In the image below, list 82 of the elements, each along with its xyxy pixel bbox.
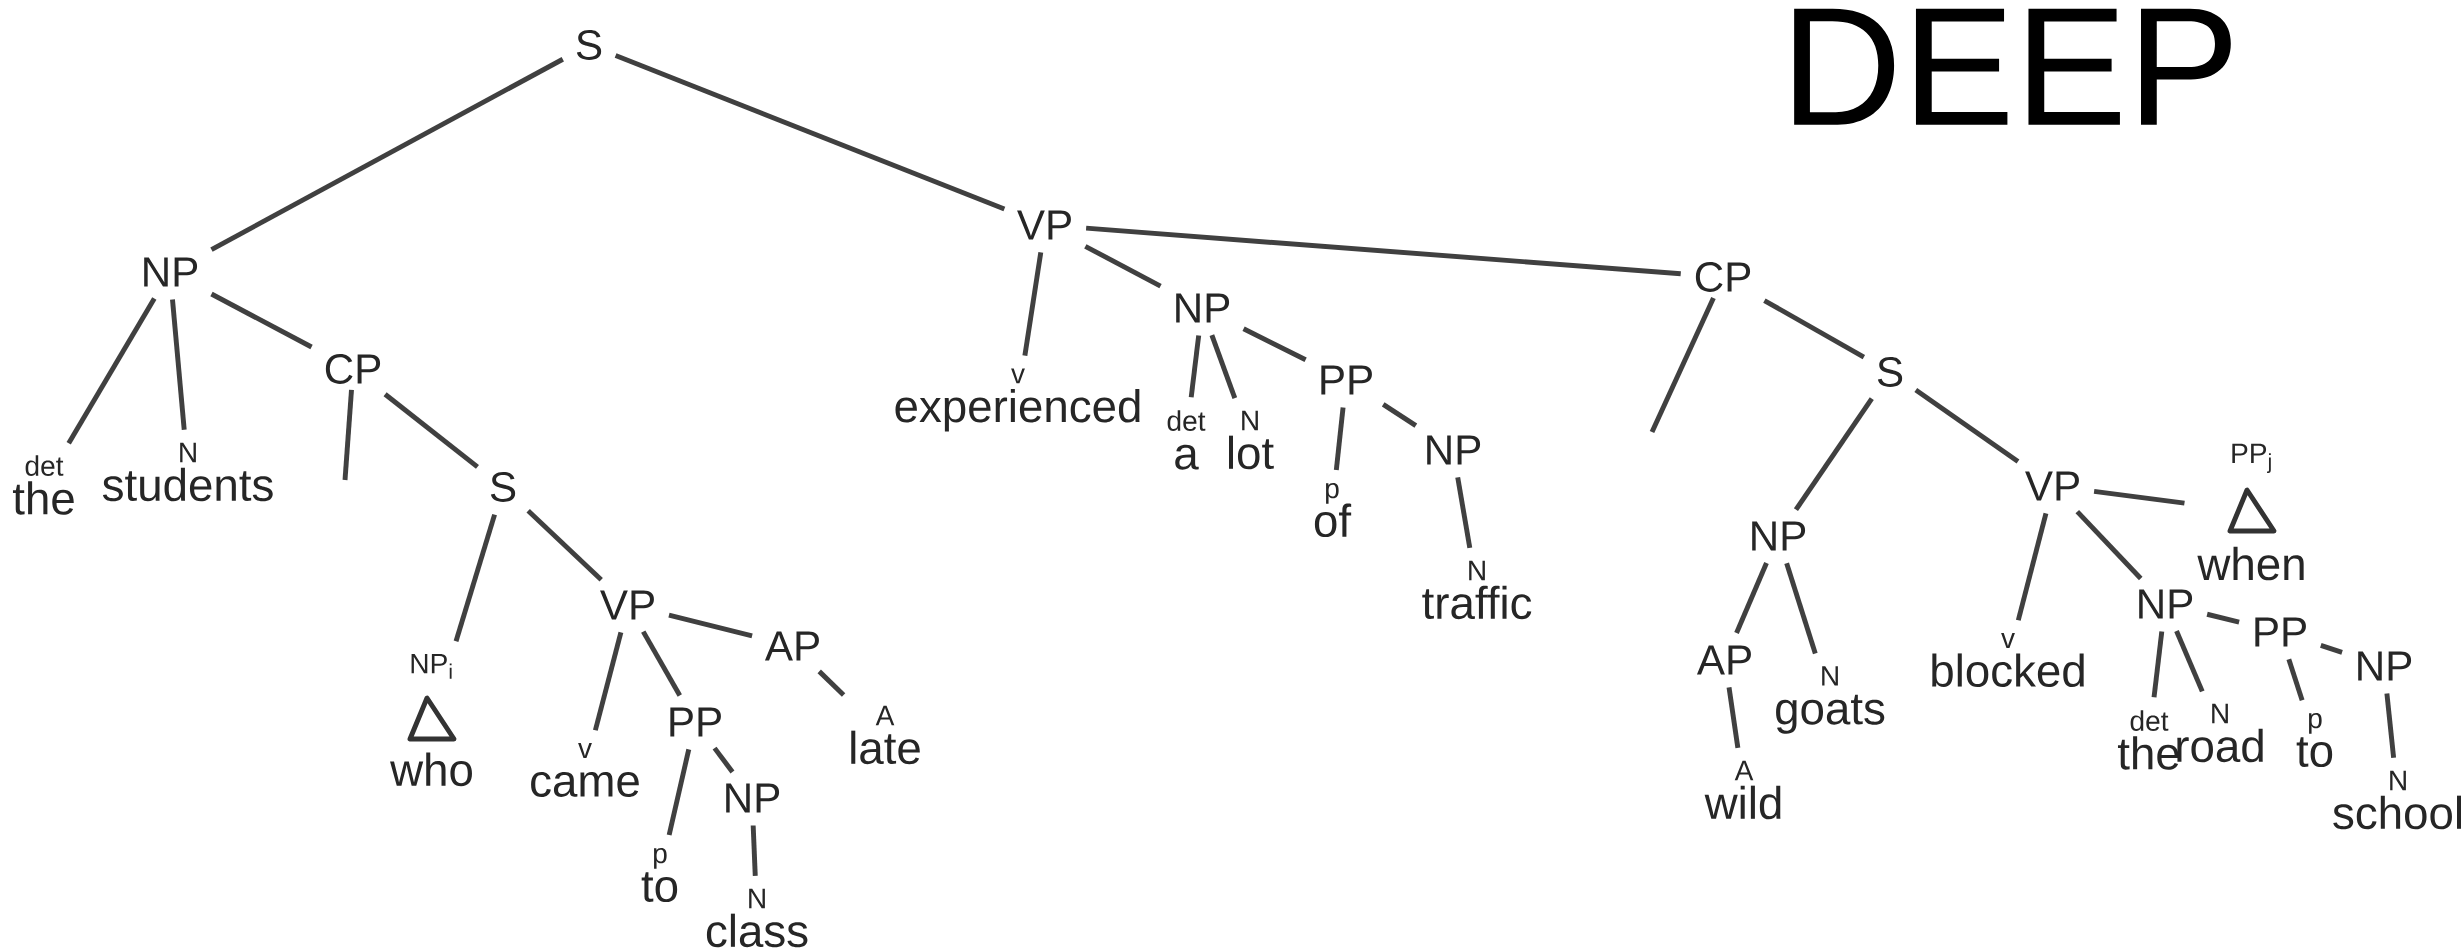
tree-label: PP xyxy=(2255,617,2306,647)
tree-label: p to xyxy=(2296,712,2333,768)
tree-branch xyxy=(210,57,564,252)
tree-label: N lot xyxy=(1229,410,1274,470)
tree-branch xyxy=(712,746,735,774)
tree-label: N school xyxy=(2333,770,2461,830)
tree-branch xyxy=(1784,562,1818,655)
tree-label: CP xyxy=(1695,262,1751,292)
tree-label: CP xyxy=(325,354,381,384)
tree-branch xyxy=(666,748,692,836)
tree-label: N goats xyxy=(1776,666,1885,734)
tree-label: VP xyxy=(2025,471,2079,501)
tree-label: NP$_{i}$ who xyxy=(390,653,472,787)
tree-label: A wild xyxy=(1704,760,1781,820)
tree-label: N road xyxy=(2177,703,2263,763)
tree-label: AP xyxy=(1696,645,1751,675)
tree-branch xyxy=(2093,488,2185,506)
tree-branch xyxy=(1085,225,1681,277)
tree-label: A late xyxy=(851,705,920,765)
tree-label: PP xyxy=(670,707,721,737)
tree-label: NP xyxy=(1176,293,1230,323)
tree-branch xyxy=(1649,296,1716,434)
tree-branch xyxy=(2151,631,2165,698)
tree-branch xyxy=(1084,244,1162,289)
tree-label: p of xyxy=(1314,482,1352,538)
tree-label: v came xyxy=(531,743,639,797)
tree-label: NP xyxy=(1427,435,1481,465)
tree-branch xyxy=(2015,512,2049,621)
tree-label: NP xyxy=(1752,521,1806,551)
tree-branch xyxy=(526,508,603,582)
tree-branch xyxy=(750,825,758,876)
tree-branch xyxy=(1455,477,1473,549)
tree-label: VP xyxy=(600,590,654,620)
tree-branch xyxy=(1188,335,1202,398)
tree-label: N traffic xyxy=(1422,560,1532,620)
tree-label: det the xyxy=(12,455,74,515)
tree-label: VP xyxy=(1017,210,1071,240)
tree-label: S xyxy=(490,472,516,502)
tree-label: PP$_{j}$ when xyxy=(2197,443,2304,581)
tree-branch xyxy=(2075,509,2143,581)
tree-branch xyxy=(1242,326,1307,362)
tree-branch xyxy=(614,53,1006,212)
tree-branch xyxy=(668,612,753,639)
tree-branch xyxy=(1022,252,1044,356)
tree-branch xyxy=(641,630,682,697)
tree-label: AP xyxy=(764,631,819,661)
tree-label: NP xyxy=(726,783,780,813)
title: DEEP xyxy=(1794,8,2231,125)
tree-branch xyxy=(66,297,157,445)
tree-branch xyxy=(453,513,497,642)
tree-label: v experienced xyxy=(895,368,1140,432)
tree-branch xyxy=(170,299,187,431)
tree-branch xyxy=(383,392,479,469)
tree-label: N class xyxy=(706,888,808,948)
tree-label: PP xyxy=(1321,365,1372,395)
tree-branch xyxy=(1381,402,1418,428)
tree-branch xyxy=(2286,658,2305,701)
tree-label: det the xyxy=(2118,710,2179,770)
tree-branch xyxy=(2384,693,2397,759)
tree-branch xyxy=(210,291,313,350)
tree-label: S xyxy=(576,30,602,60)
tree-branch xyxy=(1209,334,1238,400)
tree-branch xyxy=(1734,562,1769,635)
tree-label: S xyxy=(1877,357,1903,387)
tree-branch xyxy=(1726,687,1741,749)
tree-branch xyxy=(2320,643,2343,655)
tree-branch xyxy=(342,389,354,481)
tree-label: N students xyxy=(102,442,273,502)
tree-branch xyxy=(593,631,624,731)
tree-branch xyxy=(817,669,846,697)
tree-branch xyxy=(1763,298,1866,360)
tree-label: v blocked xyxy=(1932,633,2084,687)
tree-label: NP xyxy=(2358,651,2412,681)
tree-label: p to xyxy=(641,847,678,903)
tree-branch xyxy=(1914,388,2020,464)
tree-branch xyxy=(1793,397,1874,512)
tree-label: NP xyxy=(144,257,198,287)
tree-label: NP xyxy=(2139,589,2193,619)
tree-branch xyxy=(1333,407,1346,471)
tree-branch xyxy=(2206,611,2240,625)
tree-branch xyxy=(2174,630,2205,693)
tree-label: det a xyxy=(1167,410,1206,470)
